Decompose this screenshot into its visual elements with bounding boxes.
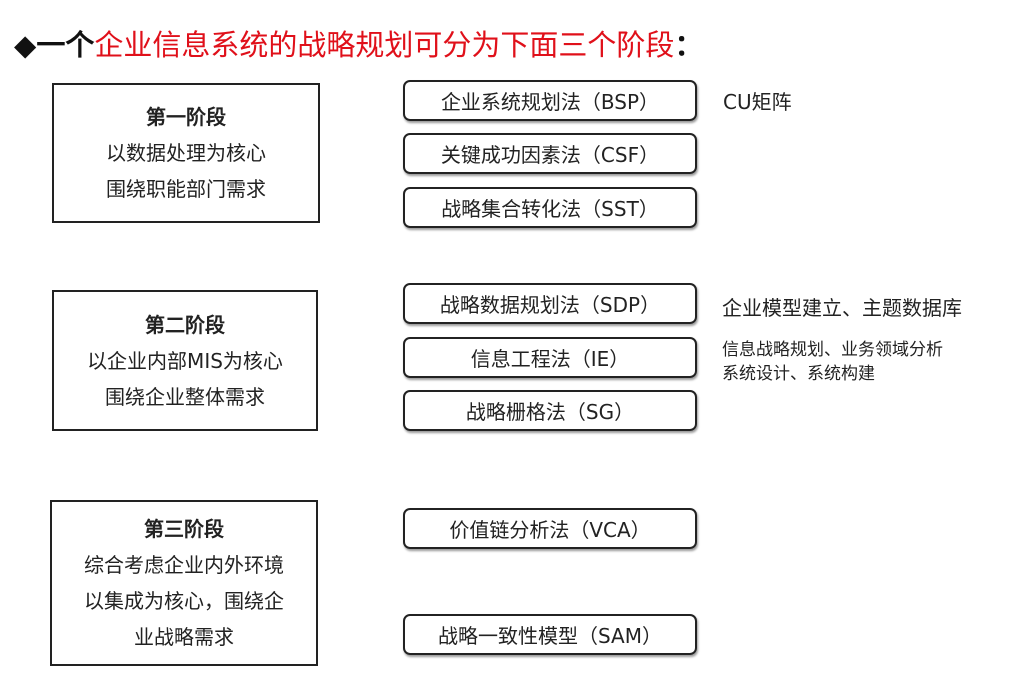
- note-line: 系统设计、系统构建: [722, 364, 875, 384]
- stage-line: 围绕企业整体需求: [105, 384, 265, 409]
- stage-line: 以企业内部MIS为核心: [87, 348, 283, 373]
- stage-2-box: 第二阶段 以企业内部MIS为核心 围绕企业整体需求: [52, 290, 318, 431]
- diamond-bullet-icon: ◆: [14, 28, 37, 62]
- method-ie: 信息工程法（IE）: [403, 337, 697, 378]
- note-sdp: 企业模型建立、主题数据库: [722, 296, 962, 320]
- method-sg: 战略栅格法（SG）: [403, 390, 697, 431]
- stage-1-box: 第一阶段 以数据处理为核心 围绕职能部门需求: [52, 83, 320, 223]
- method-bsp: 企业系统规划法（BSP）: [403, 80, 697, 121]
- stage-3-box: 第三阶段 综合考虑企业内外环境 以集成为核心，围绕企 业战略需求: [50, 500, 318, 666]
- method-vca: 价值链分析法（VCA）: [403, 508, 697, 549]
- note-bsp: CU矩阵: [723, 90, 792, 114]
- stage-heading: 第三阶段: [144, 517, 224, 541]
- method-csf: 关键成功因素法（CSF）: [403, 133, 697, 174]
- stage-line: 以集成为核心，围绕企: [84, 589, 284, 613]
- stage-heading: 第二阶段: [145, 312, 225, 337]
- title-highlight: 企业信息系统的战略规划可分为下面三个阶段: [94, 28, 675, 62]
- stage-heading: 第一阶段: [146, 105, 226, 129]
- stage-line: 业战略需求: [134, 625, 234, 649]
- method-sdp: 战略数据规划法（SDP）: [403, 283, 697, 324]
- stage-line: 以数据处理为核心: [106, 141, 266, 165]
- note-ie: 信息战略规划、业务领域分析 系统设计、系统构建: [722, 338, 943, 386]
- method-sst: 战略集合转化法（SST）: [403, 187, 697, 228]
- stage-line: 综合考虑企业内外环境: [84, 553, 284, 577]
- note-line: 信息战略规划、业务领域分析: [722, 340, 943, 360]
- stage-line: 围绕职能部门需求: [106, 177, 266, 201]
- method-sam: 战略一致性模型（SAM）: [403, 614, 697, 655]
- slide-title: ◆一个企业信息系统的战略规划可分为下面三个阶段：: [14, 28, 704, 62]
